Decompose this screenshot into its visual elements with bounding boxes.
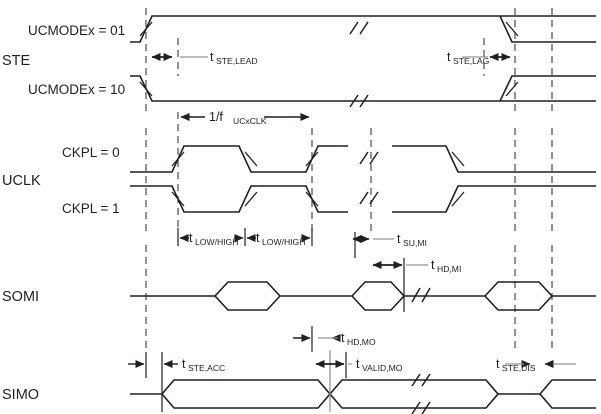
svg-text:STE,LEAD: STE,LEAD (216, 56, 258, 66)
svg-text:STE,LAG: STE,LAG (453, 56, 490, 66)
svg-text:t: t (189, 231, 193, 245)
condition-label-ucmode-01: UCMODEx = 01 (28, 23, 125, 38)
dimension-t-valid-mo (315, 352, 352, 378)
dimension-t-low-high-2 (246, 228, 313, 246)
signal-uclk-ckpl0 (130, 145, 596, 173)
svg-text:1/f: 1/f (209, 110, 223, 124)
condition-label-ucmode-10: UCMODEx = 10 (28, 82, 125, 97)
param-label-t-ste-dis: t STE,DIS (496, 357, 536, 373)
row-label-somi: SOMI (2, 289, 39, 305)
param-label-t-valid-mo: t VALID,MO (356, 357, 403, 373)
row-label-ste: STE (2, 53, 31, 69)
row-label-uclk: UCLK (2, 173, 41, 189)
svg-text:t: t (431, 258, 435, 272)
svg-text:LOW/HIGH: LOW/HIGH (262, 237, 305, 247)
param-label-t-ste-lag: t STE,LAG (447, 50, 490, 66)
param-label-t-hd-mi: t HD,MI (431, 258, 461, 274)
svg-text:VALID,MO: VALID,MO (362, 363, 403, 373)
param-label-t-low-high-1: t LOW/HIGH (189, 231, 238, 247)
signal-ste-ucmode10 (130, 75, 596, 108)
param-label-t-ste-lead: t STE,LEAD (210, 50, 258, 66)
dimension-t-low-high-1 (177, 228, 246, 246)
signal-ste-ucmode01 (130, 15, 596, 43)
param-label-t-low-high-2: t LOW/HIGH (256, 231, 305, 247)
svg-text:STE,ACC: STE,ACC (188, 363, 225, 373)
param-label-t-hd-mo: t HD,MO (341, 331, 376, 347)
dimension-t-hd-mo (293, 326, 341, 412)
row-label-simo: SIMO (2, 387, 39, 403)
condition-label-ckpl-1: CKPL = 1 (62, 201, 120, 216)
svg-text:t: t (447, 50, 451, 64)
svg-text:UCxCLK: UCxCLK (233, 116, 267, 126)
svg-text:t: t (182, 357, 186, 371)
svg-text:t: t (356, 357, 360, 371)
dimension-t-su-mi (352, 232, 394, 258)
param-label-t-ste-acc: t STE,ACC (182, 357, 225, 373)
svg-text:STE,DIS: STE,DIS (502, 363, 536, 373)
svg-text:t: t (397, 232, 401, 246)
svg-text:t: t (210, 50, 214, 64)
dimension-t-ste-acc (128, 352, 178, 412)
dimension-t-hd-mi (372, 258, 428, 312)
param-label-clock-period: 1/f UCxCLK (209, 110, 267, 126)
svg-text:t: t (256, 231, 260, 245)
svg-text:LOW/HIGH: LOW/HIGH (195, 237, 238, 247)
svg-text:t: t (496, 357, 500, 371)
signal-uclk-ckpl1 (130, 185, 596, 213)
svg-text:HD,MO: HD,MO (347, 337, 376, 347)
svg-text:t: t (341, 331, 345, 345)
svg-text:SU,MI: SU,MI (403, 238, 427, 248)
svg-text:HD,MI: HD,MI (437, 264, 461, 274)
param-label-t-su-mi: t SU,MI (397, 232, 427, 248)
condition-label-ckpl-0: CKPL = 0 (62, 145, 120, 160)
